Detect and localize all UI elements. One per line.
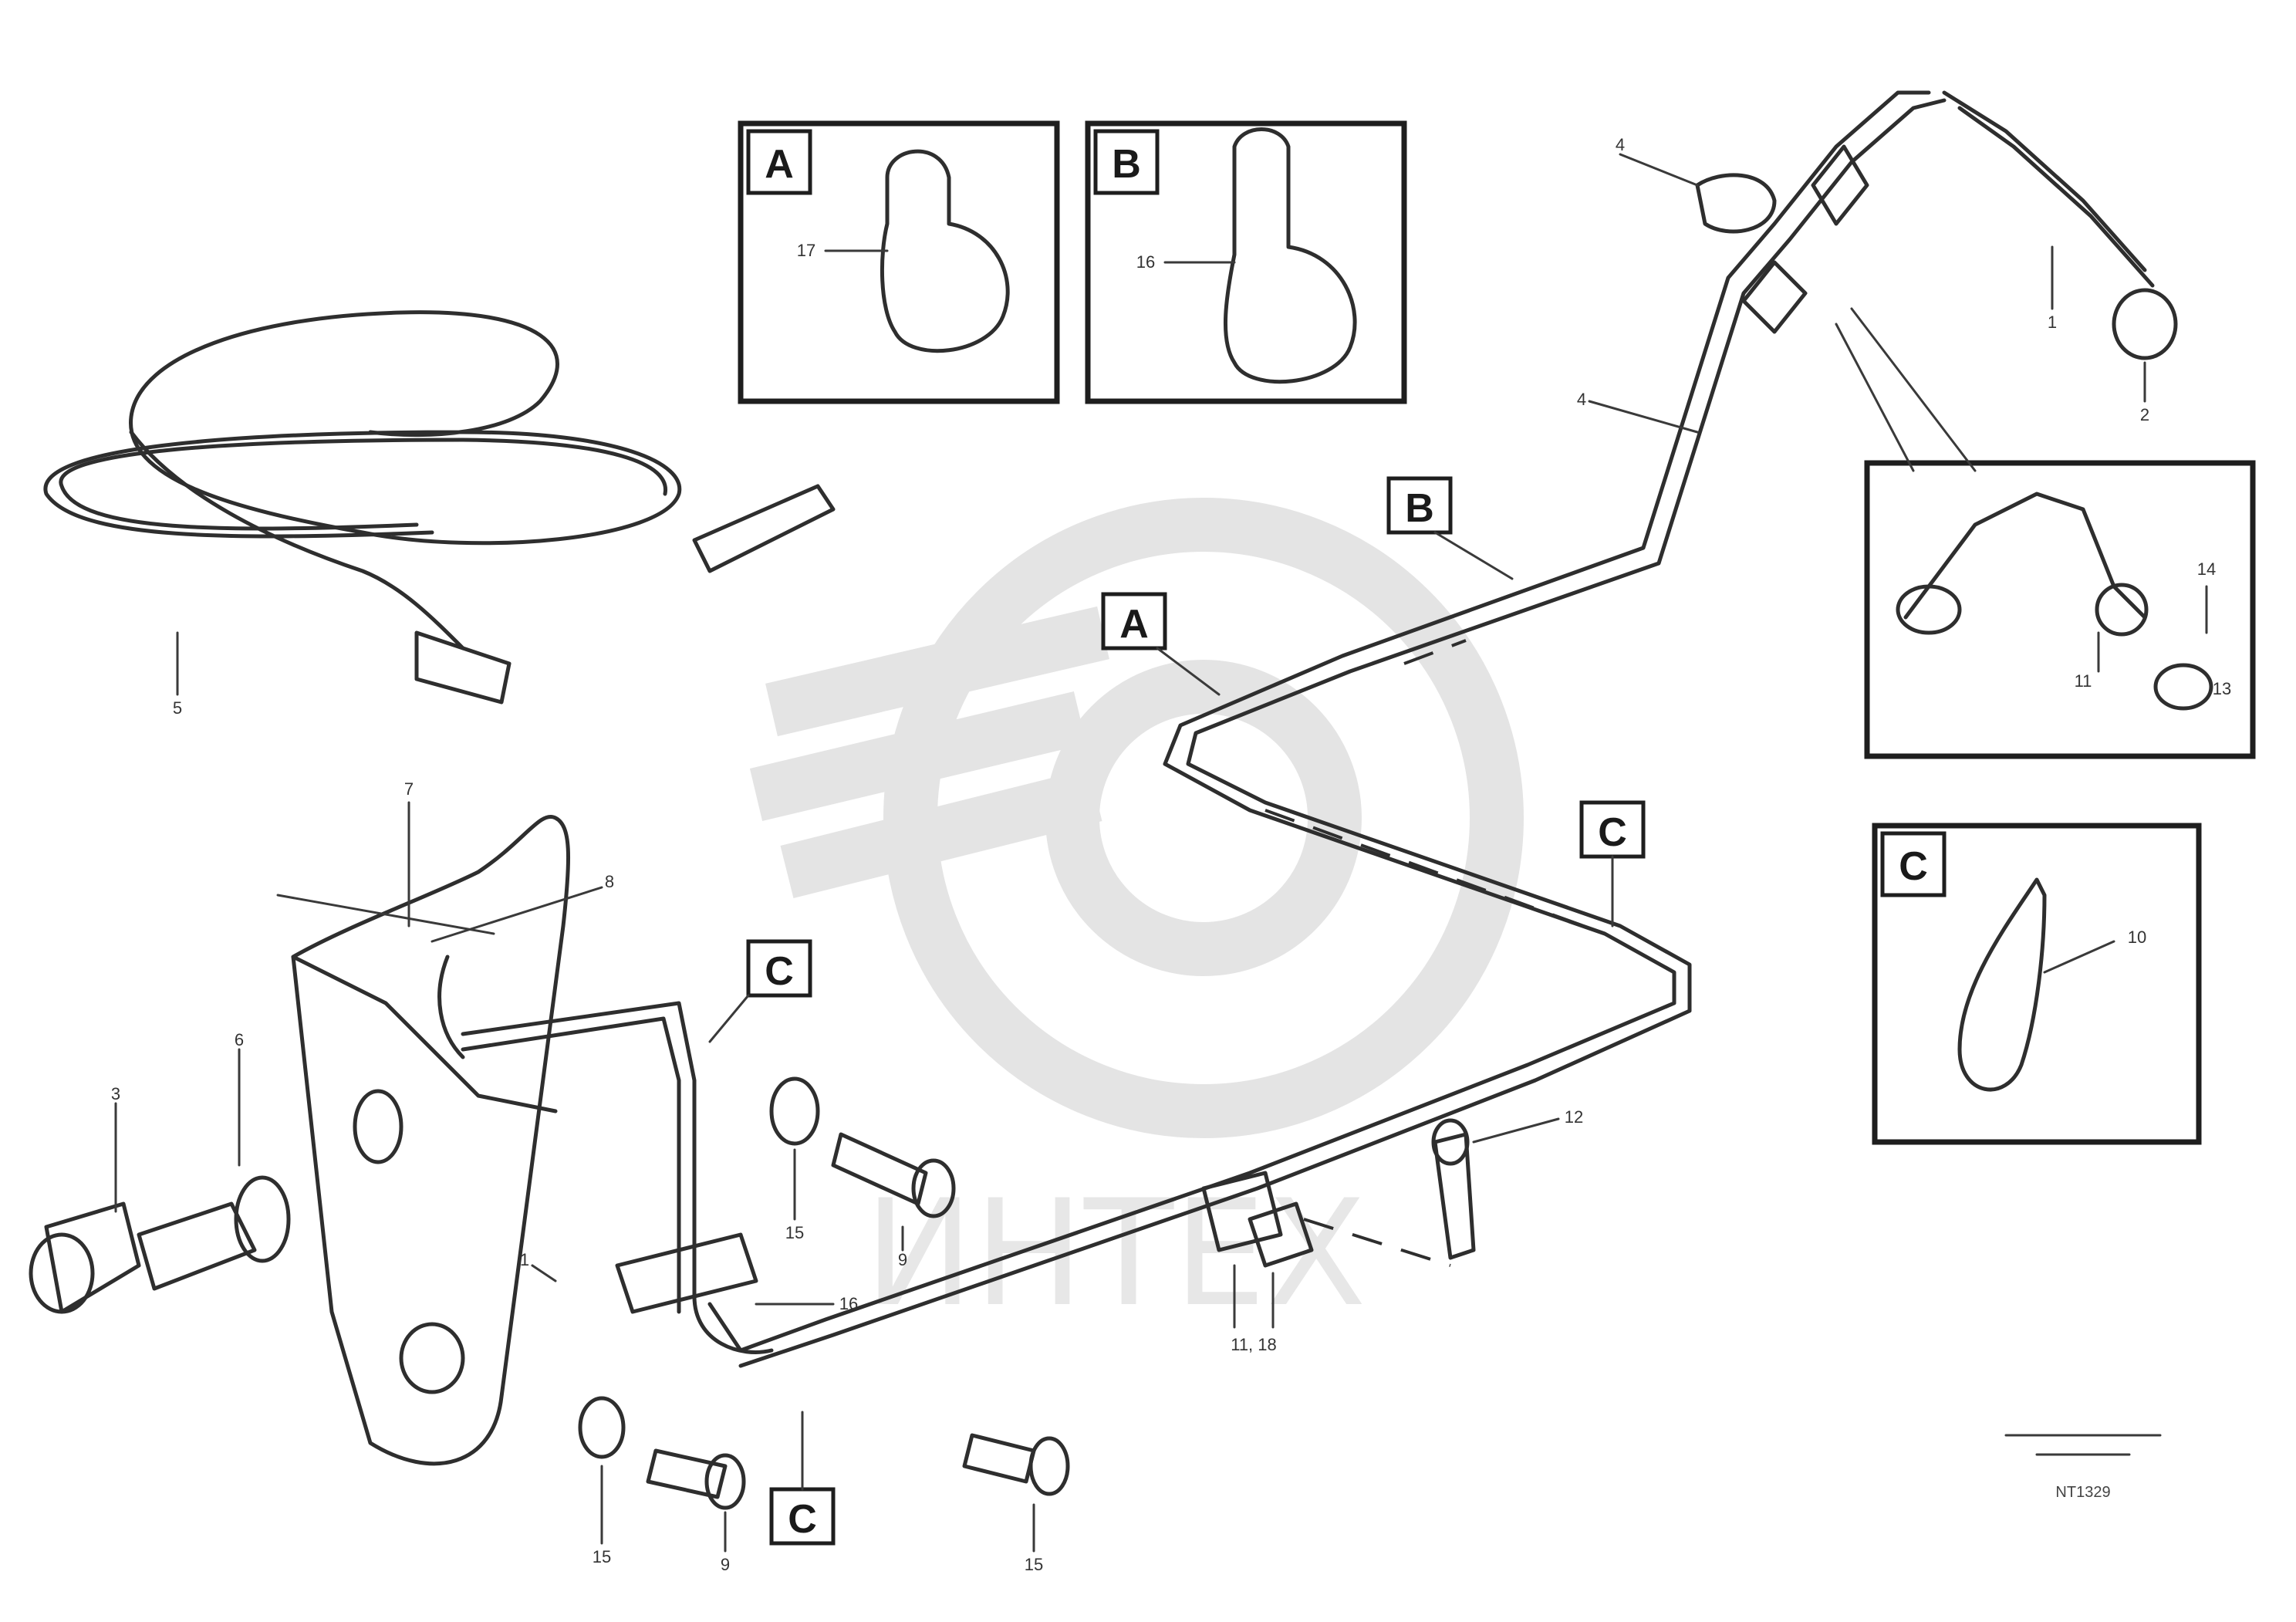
svg-text:C: C [765,949,794,994]
item-14-label: 14 [2197,559,2216,579]
detail-view-connector: 11 14 13 [1835,307,2256,759]
svg-text:A: A [1119,602,1149,647]
part-label-grommet: 6 [235,1030,244,1049]
watermark: ИНТЕХ [749,498,1524,1339]
detail-view-a: A 17 [738,120,1060,404]
item-10-label: 10 [2128,928,2146,947]
figure-code: NT1329 [2004,1434,2162,1501]
cable-harness [43,310,836,705]
callout-a: A [1101,592,1221,696]
svg-text:C: C [1598,810,1627,855]
part-label-connector: 3 [111,1084,120,1103]
part-label-clamp: 16 [839,1294,858,1313]
part-label-bolt-bottom: 9 [721,1555,730,1574]
svg-text:C: C [788,1497,817,1542]
detail-view-b-label: B [1112,142,1141,187]
bracket-assembly: 7 8 6 3 1 5 [29,698,774,1466]
part-label-top-bolt: 1 [2048,313,2057,332]
detail-view-c-label: C [1899,844,1928,889]
item-13-label: 13 [2213,679,2231,698]
callout-c-right: C [1579,800,1646,928]
svg-text:B: B [1405,486,1434,531]
item-16-label: 16 [1136,252,1155,272]
figure-code-id: NT1329 [2055,1484,2110,1501]
part-label-washer-bottom: 15 [593,1547,611,1566]
callout-c-mid: C [708,939,812,1043]
part-label-cable-harness: 5 [173,698,182,718]
watermark-text: ИНТЕХ [864,1168,1366,1339]
part-label-top-washer: 2 [2140,405,2149,424]
part-label-bolt-mid: 9 [898,1250,907,1269]
detail-view-b: B 16 [1085,120,1407,404]
item-11-label: 11 [2075,671,2092,691]
item-17-label: 17 [797,241,815,260]
callout-b: B [1386,476,1514,580]
part-label-top-nut: 4 [1616,135,1625,154]
pipe-assembly: 4 1 2 4 [707,90,2178,1368]
detail-view-c: C 10 [1872,823,2202,1145]
part-label-clamp-pair: 11, 18 [1231,1335,1277,1354]
detail-view-a-label: A [765,142,794,187]
part-label-bolt-far-right: 12 [1565,1107,1583,1127]
part-label-pipe-upper: 4 [1577,390,1586,409]
hardware: 15 9 16 15 9 15 11, 18 12 [578,1076,1583,1574]
part-label-bracket-top: 7 [404,779,414,799]
part-label-nut-mid: 15 [785,1223,804,1242]
part-label-bracket-left: 1 [520,1250,529,1269]
part-label-bracket-screw: 8 [605,872,614,891]
callout-c-bottom: C [769,1411,836,1546]
part-label-bolt-right: 15 [1025,1555,1043,1574]
